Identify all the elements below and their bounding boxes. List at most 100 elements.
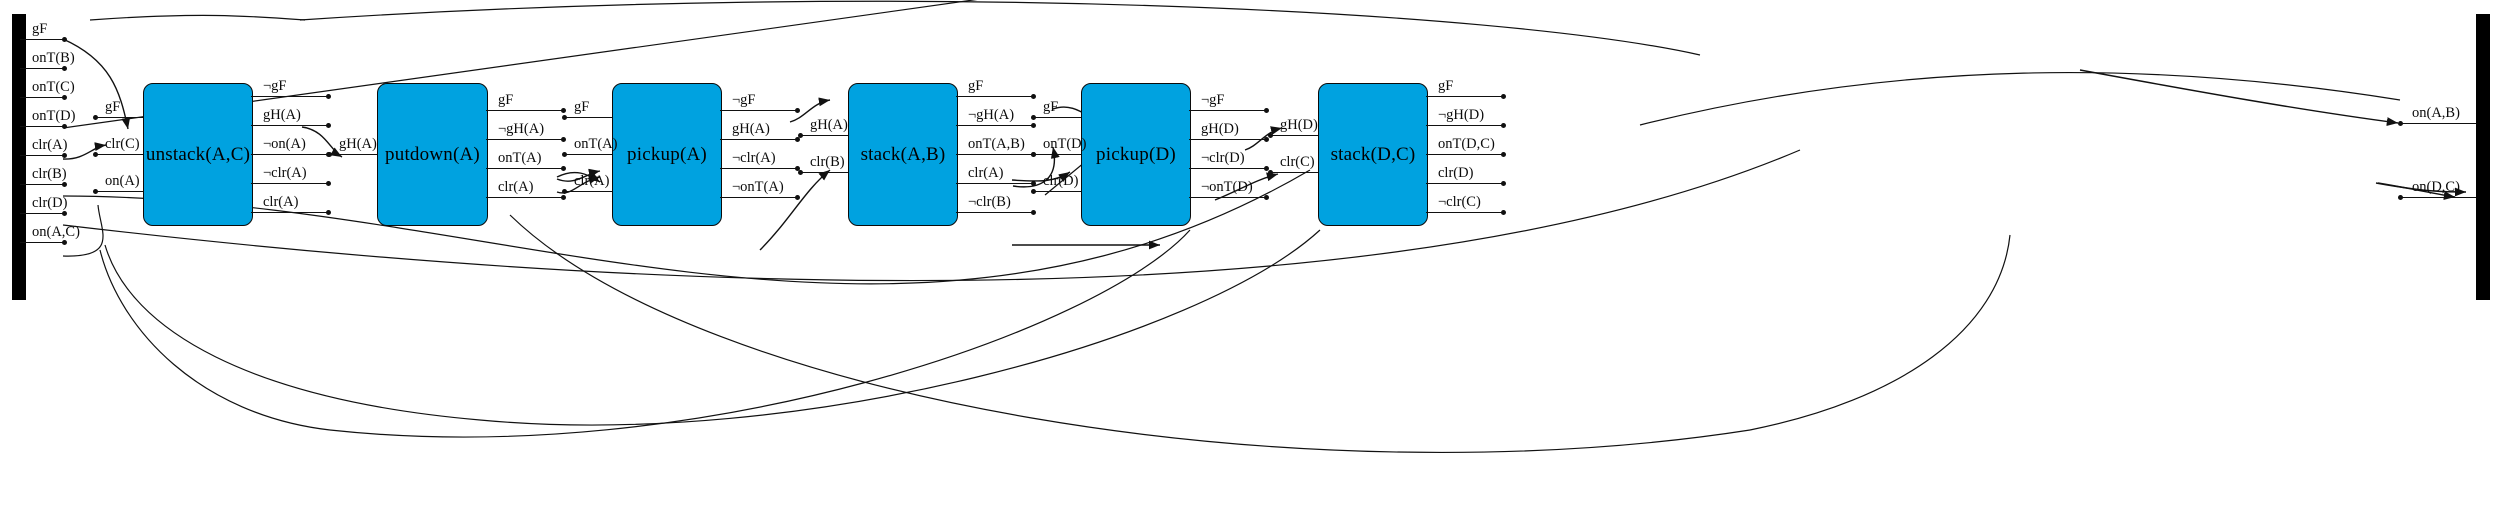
port-stem xyxy=(1189,110,1267,112)
port-label: gF xyxy=(968,78,984,94)
port-label: on(A) xyxy=(105,173,140,189)
port-dot xyxy=(1264,195,1269,200)
port-stem xyxy=(956,96,1034,98)
port-dot xyxy=(795,108,800,113)
port-label: gH(D) xyxy=(1201,121,1239,137)
port-dot xyxy=(327,152,332,157)
port-label: ¬onT(D) xyxy=(1201,179,1253,195)
port-label: ¬gF xyxy=(1201,92,1225,108)
port-stem xyxy=(1189,197,1267,199)
port-dot xyxy=(798,133,803,138)
port-label: onT(C) xyxy=(32,79,75,95)
port-label: clr(B) xyxy=(32,166,67,182)
port-stem xyxy=(1426,212,1504,214)
action-node-putdown-a[interactable]: putdown(A) xyxy=(377,83,488,226)
port-stem xyxy=(1033,154,1081,156)
port-stem xyxy=(1270,172,1318,174)
port-stem xyxy=(95,191,143,193)
port-stem xyxy=(956,154,1034,156)
port-stem xyxy=(564,117,612,119)
port-label: clr(A) xyxy=(498,179,534,195)
port-dot xyxy=(1031,94,1036,99)
port-label: onT(D) xyxy=(1043,136,1087,152)
port-stem xyxy=(251,183,329,185)
port-dot xyxy=(62,124,67,129)
port-stem xyxy=(1189,139,1267,141)
port-dot xyxy=(562,152,567,157)
port-dot xyxy=(1268,133,1273,138)
port-label: gH(D) xyxy=(1280,117,1318,133)
port-dot xyxy=(1268,170,1273,175)
initial-state-bar xyxy=(12,14,26,300)
causal-link-edges xyxy=(62,0,2467,454)
port-stem xyxy=(720,139,798,141)
action-node-stack-d-c[interactable]: stack(D,C) xyxy=(1318,83,1428,226)
port-stem xyxy=(20,68,65,70)
port-stem xyxy=(956,125,1034,127)
port-stem xyxy=(720,110,798,112)
port-dot xyxy=(1031,115,1036,120)
port-dot xyxy=(1031,181,1036,186)
port-label: gF xyxy=(105,99,121,115)
port-label: onT(A) xyxy=(574,136,618,152)
port-stem xyxy=(486,139,564,141)
port-dot xyxy=(93,189,98,194)
port-stem xyxy=(95,154,143,156)
port-stem xyxy=(20,97,65,99)
port-stem xyxy=(251,96,329,98)
port-dot xyxy=(1031,152,1036,157)
port-label: ¬gF xyxy=(263,78,287,94)
port-label: onT(D) xyxy=(32,108,76,124)
port-label: gF xyxy=(574,99,590,115)
port-label: clr(C) xyxy=(105,136,140,152)
action-node-pickup-d[interactable]: pickup(D) xyxy=(1081,83,1191,226)
port-stem xyxy=(20,155,65,157)
port-label: gH(A) xyxy=(810,117,848,133)
port-stem xyxy=(20,126,65,128)
port-label: on(A,C) xyxy=(32,224,80,240)
port-dot xyxy=(1031,189,1036,194)
port-dot xyxy=(1501,181,1506,186)
port-dot xyxy=(62,37,67,42)
port-stem xyxy=(1426,154,1504,156)
port-label: ¬gH(D) xyxy=(1438,107,1485,123)
action-node-stack-a-b[interactable]: stack(A,B) xyxy=(848,83,958,226)
port-label: clr(A) xyxy=(263,194,299,210)
port-label: onT(A) xyxy=(498,150,542,166)
port-dot xyxy=(795,137,800,142)
port-dot xyxy=(93,152,98,157)
port-stem xyxy=(251,212,329,214)
port-dot xyxy=(562,115,567,120)
port-stem xyxy=(2400,197,2476,199)
port-stem xyxy=(720,168,798,170)
port-label: clr(C) xyxy=(1280,154,1315,170)
port-label: ¬gH(A) xyxy=(498,121,545,137)
port-label: gF xyxy=(32,21,48,37)
port-label: ¬clr(C) xyxy=(1438,194,1481,210)
port-label: ¬clr(A) xyxy=(732,150,776,166)
port-stem xyxy=(1189,168,1267,170)
port-dot xyxy=(1501,123,1506,128)
port-stem xyxy=(251,125,329,127)
action-node-pickup-a[interactable]: pickup(A) xyxy=(612,83,722,226)
action-node-unstack-a-c[interactable]: unstack(A,C) xyxy=(143,83,253,226)
port-label: ¬gF xyxy=(732,92,756,108)
port-dot xyxy=(62,182,67,187)
port-dot xyxy=(1501,94,1506,99)
port-label: clr(D) xyxy=(32,195,68,211)
port-label: clr(A) xyxy=(32,137,68,153)
port-stem xyxy=(329,154,377,156)
port-dot xyxy=(62,240,67,245)
port-dot xyxy=(326,210,331,215)
port-dot xyxy=(2398,195,2403,200)
port-label: ¬clr(B) xyxy=(968,194,1011,210)
port-dot xyxy=(798,170,803,175)
port-label: gH(A) xyxy=(339,136,377,152)
action-node-label: putdown(A) xyxy=(385,143,480,165)
port-dot xyxy=(1264,137,1269,142)
port-dot xyxy=(2398,121,2403,126)
port-dot xyxy=(62,66,67,71)
port-stem xyxy=(1033,191,1081,193)
